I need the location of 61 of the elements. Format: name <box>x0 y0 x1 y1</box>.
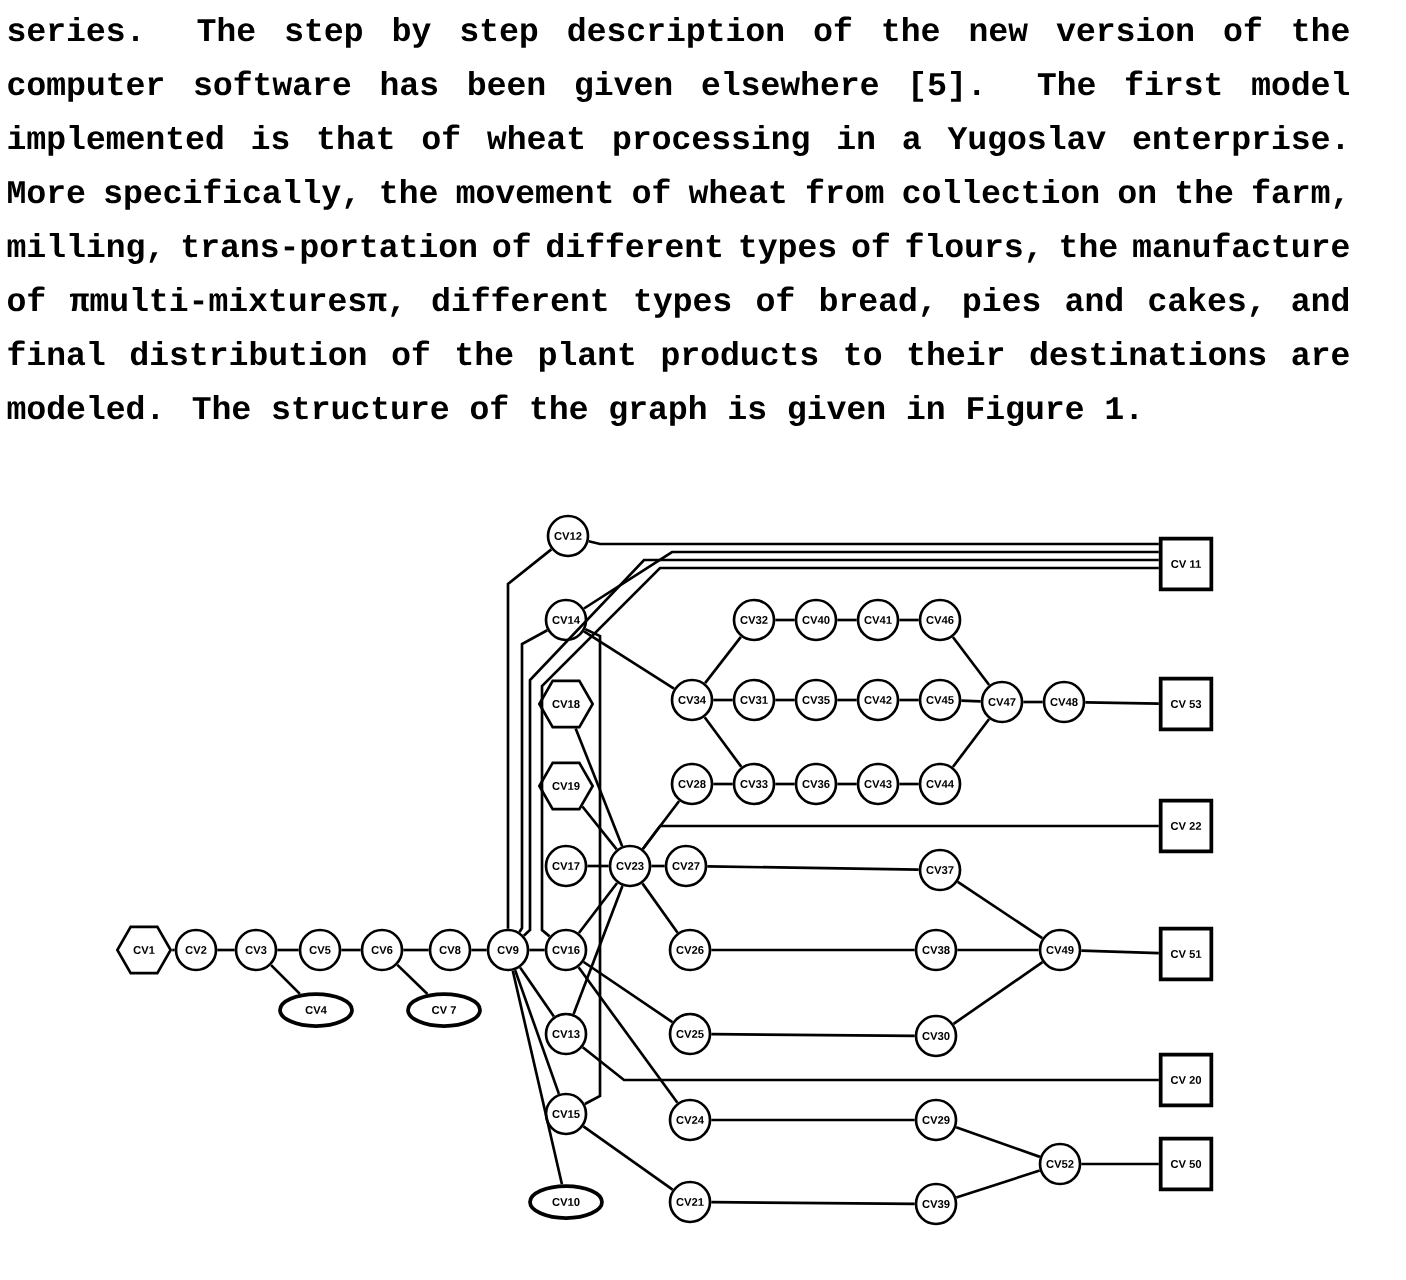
connector-line <box>955 1169 1041 1199</box>
connector-line <box>899 618 919 622</box>
connector-line <box>471 948 487 952</box>
connector-line <box>277 948 299 952</box>
connector-line <box>837 782 857 786</box>
connector-line <box>899 782 919 786</box>
connector-line <box>583 550 1159 610</box>
connector-line <box>583 630 675 690</box>
connector-line <box>587 864 609 868</box>
connector-line <box>957 880 1043 940</box>
connector-line <box>837 618 857 622</box>
connector-line <box>775 618 795 622</box>
connector-line <box>711 1118 915 1122</box>
connector-line <box>506 548 553 929</box>
connector-line <box>955 1125 1041 1159</box>
connector-line <box>651 864 665 868</box>
connector-line <box>641 882 679 934</box>
connector-line <box>703 716 743 768</box>
connector-line <box>270 964 301 995</box>
connector-line <box>641 824 1159 850</box>
connector-line <box>1085 701 1159 705</box>
connector-line <box>713 698 733 702</box>
connector-line <box>1023 700 1043 704</box>
connector-line <box>711 948 915 952</box>
connector-line <box>582 960 674 1024</box>
connector-line <box>511 970 564 1185</box>
connector-line <box>396 963 429 995</box>
connector-line <box>513 969 561 1095</box>
connector-line <box>572 885 624 1015</box>
connector-line <box>707 865 919 871</box>
connector-line <box>341 948 361 952</box>
connector-line <box>582 1125 674 1191</box>
connector-line <box>529 948 545 952</box>
connector-line <box>775 698 795 702</box>
connector-line <box>961 699 981 703</box>
connector-line <box>711 1200 915 1206</box>
connector-line <box>951 636 991 686</box>
connector-line <box>581 1046 1159 1082</box>
connector-line <box>951 718 991 768</box>
connector-line <box>577 882 619 934</box>
connector-line <box>588 539 1159 546</box>
connector-line <box>713 782 733 786</box>
connector-line <box>172 948 175 952</box>
connector-line <box>837 698 857 702</box>
connector-line <box>574 727 624 847</box>
connector-line <box>711 1032 915 1038</box>
connector-line <box>952 961 1044 1025</box>
connector-line <box>957 948 1039 952</box>
connector-line <box>1081 949 1159 955</box>
connector-line <box>581 805 618 851</box>
connector-line <box>704 636 742 684</box>
connector-line <box>403 948 429 952</box>
connector-line <box>577 966 679 1104</box>
body-text: series. The step by step description of the new version of the computer software has been given elsewhere [5]. The first model implemented is that of wheat processing in a Yugoslav enterprise. More specifically, the movement of wheat from collection on the farm, milling, trans-portation of different types of flours, the manufacture of πmulti-mixturesπ, different types of bread, pies and cakes, and final distribution of the plant products to their destinations are modeled. The structure of the graph is given in Figure 1. <box>7 16 1349 426</box>
connector-line <box>217 948 235 952</box>
connector-line <box>775 782 795 786</box>
connector-line <box>899 698 919 702</box>
connector-line <box>519 966 555 1018</box>
connector-line <box>518 629 548 933</box>
connector-line <box>1081 1162 1159 1166</box>
connector-line <box>584 627 602 1106</box>
